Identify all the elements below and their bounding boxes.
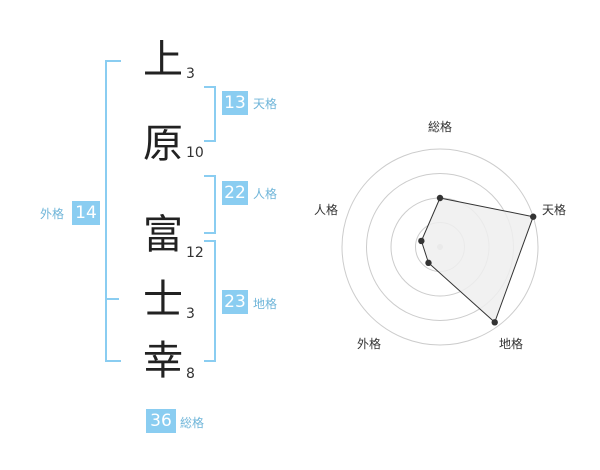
stroke-count-4: 3 (186, 306, 195, 322)
stroke-count-2: 10 (186, 145, 204, 161)
gaikaku-bracket (105, 60, 121, 362)
stroke-count-1: 3 (186, 66, 195, 82)
chikaku-value: 23 (222, 290, 248, 314)
chikaku-label: 地格 (253, 297, 278, 311)
name-char-5: 幸 (143, 338, 183, 384)
radar-grid-ring (341, 148, 539, 346)
soukaku-label: 総格 (180, 416, 205, 430)
tenkaku-label: 天格 (253, 97, 278, 111)
gaikaku-value: 14 (72, 201, 100, 225)
gaikaku-bracket-divider (105, 298, 119, 300)
chikaku-bracket (204, 240, 216, 362)
radar-point-0 (436, 194, 444, 202)
radar-series-polygon (420, 197, 534, 324)
tenkaku-bracket (204, 86, 216, 142)
radar-point-2 (491, 319, 498, 326)
name-char-4: 士 (143, 277, 183, 323)
radar-axis-label-chikaku: 地格 (499, 337, 524, 351)
radar-point-3 (425, 259, 432, 267)
stroke-count-5: 8 (186, 366, 195, 382)
radar-point-1 (530, 213, 537, 220)
jinkaku-bracket (204, 175, 216, 234)
tenkaku-value: 13 (222, 91, 248, 115)
name-char-3: 富 (143, 212, 183, 258)
radar-axis-label-tenkaku: 天格 (542, 203, 567, 217)
name-char-2: 原 (143, 121, 183, 167)
gaikaku-label: 外格 (40, 207, 65, 221)
jinkaku-label: 人格 (253, 187, 278, 201)
radar-axis-label-soukaku: 総格 (428, 120, 453, 134)
stroke-count-3: 12 (186, 245, 204, 261)
name-char-1: 上 (143, 37, 183, 83)
radar-point-4 (418, 237, 425, 245)
jinkaku-value: 22 (222, 181, 248, 205)
radar-axis-label-gaikaku: 外格 (357, 337, 382, 351)
soukaku-value: 36 (146, 409, 176, 433)
radar-axis-label-jinkaku: 人格 (314, 203, 339, 217)
